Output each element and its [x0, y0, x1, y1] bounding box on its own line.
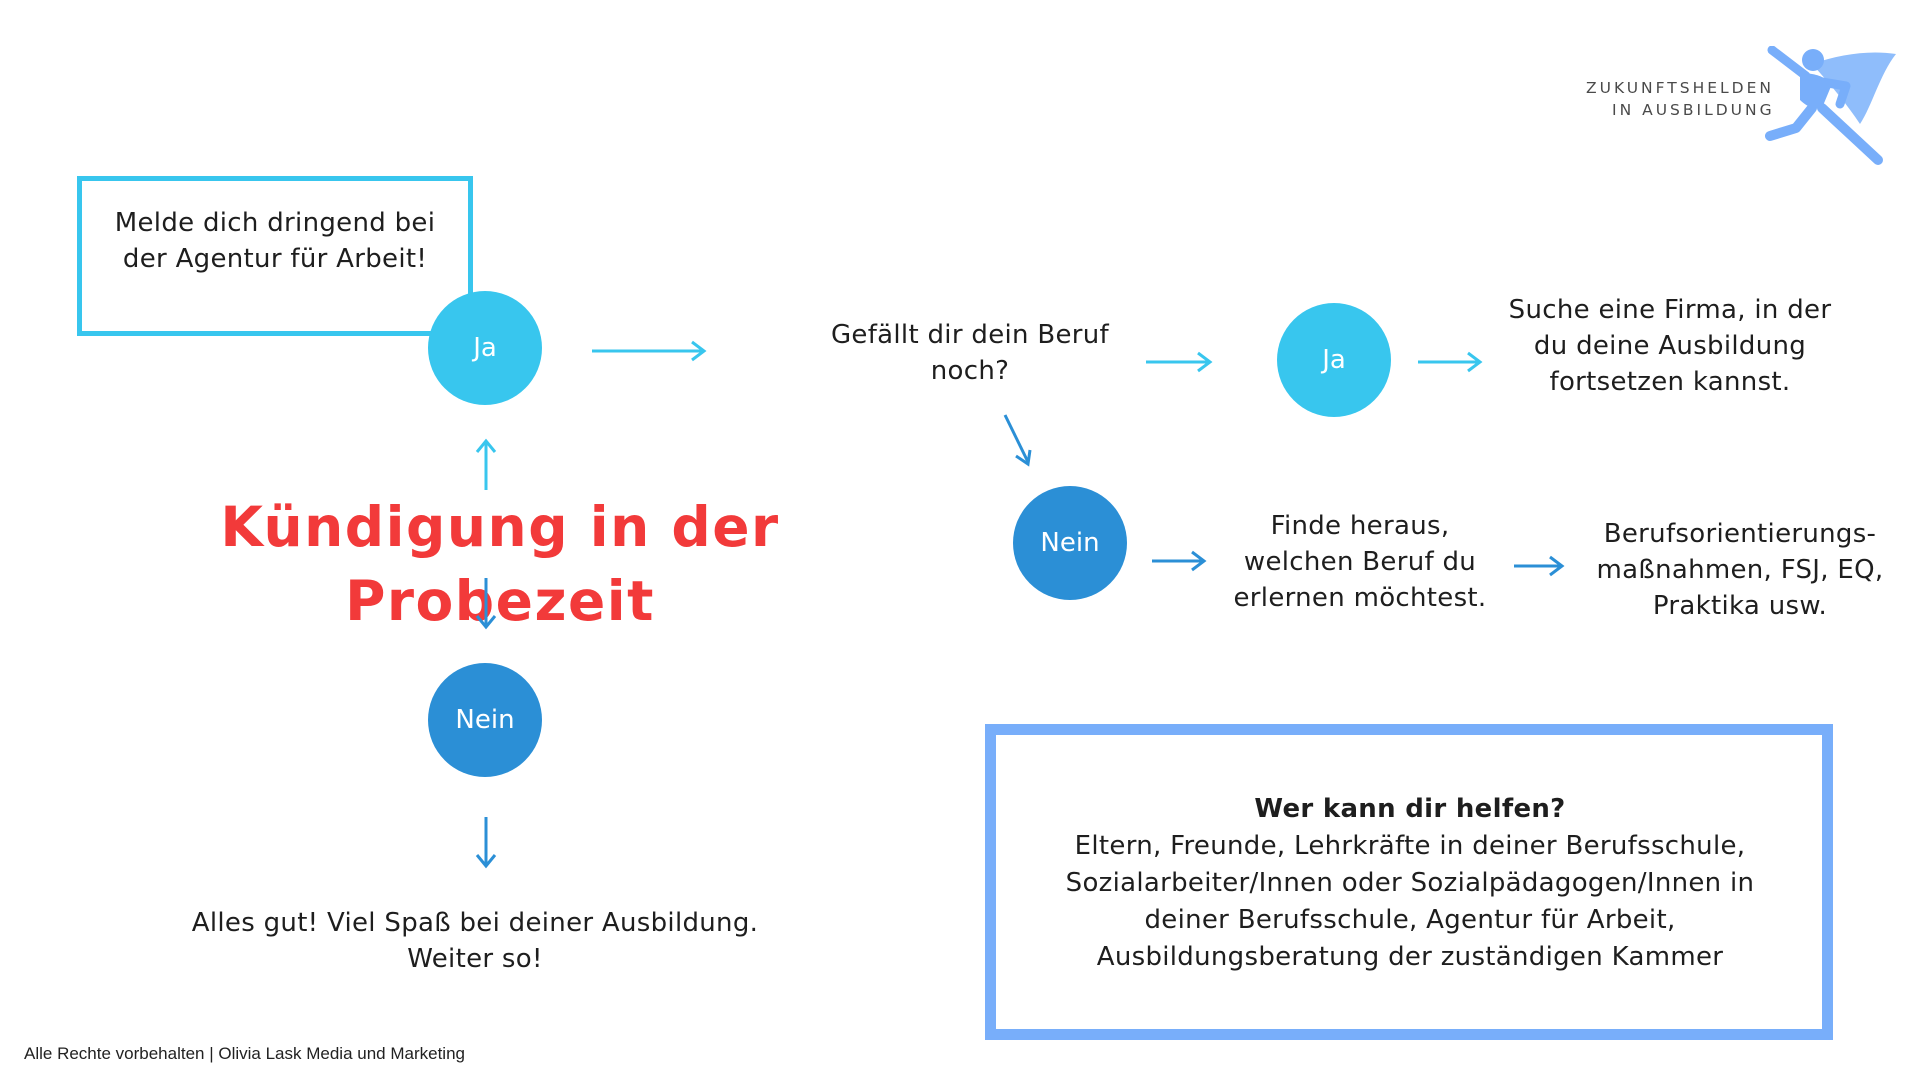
arrow-down-icon — [475, 578, 497, 630]
left-nein-circle: Nein — [428, 663, 542, 777]
arrow-down-icon — [475, 817, 497, 869]
arrow-right-icon — [1418, 351, 1483, 373]
arrow-right-icon — [1152, 550, 1207, 572]
question-line2: noch? — [930, 356, 1010, 386]
help-line3: deiner Berufsschule, Agentur für Arbeit, — [1144, 905, 1676, 935]
right-nein-circle: Nein — [1013, 486, 1127, 600]
agentur-text-line1: Melde dich dringend bei — [114, 208, 436, 238]
finde-line2: welchen Beruf du — [1243, 547, 1477, 577]
logo-text-line1: ZUKUNFTSHELDEN — [1586, 79, 1775, 97]
finde-line3: erlernen möchtest. — [1233, 583, 1487, 613]
beruf-line1: Berufsorientierungs- — [1603, 519, 1877, 549]
finde-line1: Finde heraus, — [1270, 511, 1450, 541]
footer-copyright: Alle Rechte vorbehalten | Olivia Lask Me… — [24, 1044, 465, 1063]
help-line2: Sozialarbeiter/Innen oder Sozialpädagoge… — [1065, 868, 1755, 898]
logo-text-line2: IN AUSBILDUNG — [1612, 101, 1775, 119]
right-ja-circle: Ja — [1277, 303, 1391, 417]
alles-gut-line1: Alles gut! Viel Spaß bei deiner Ausbildu… — [191, 908, 759, 938]
agentur-text-line2: der Agentur für Arbeit! — [122, 244, 428, 274]
help-heading: Wer kann dir helfen? — [1254, 794, 1566, 824]
agentur-box — [77, 176, 473, 336]
right-ja-label: Ja — [1322, 345, 1346, 375]
help-line1: Eltern, Freunde, Lehrkräfte in deiner Be… — [1074, 831, 1746, 861]
arrow-right-icon — [1146, 351, 1213, 373]
right-nein-label: Nein — [1040, 528, 1100, 558]
help-line4: Ausbildungsberatung der zuständigen Kamm… — [1096, 942, 1724, 972]
help-box — [985, 724, 1833, 1040]
left-nein-label: Nein — [455, 705, 515, 735]
beruf-line2: maßnahmen, FSJ, EQ, — [1596, 555, 1884, 585]
left-ja-circle: Ja — [428, 291, 542, 405]
left-ja-label: Ja — [473, 333, 497, 363]
superhero-icon — [1765, 46, 1896, 165]
suche-line3: fortsetzen kannst. — [1549, 367, 1791, 397]
beruf-line3: Praktika usw. — [1652, 591, 1828, 621]
arrow-right-icon — [1514, 555, 1565, 577]
suche-line2: du deine Ausbildung — [1533, 331, 1807, 361]
question-line1: Gefällt dir dein Beruf — [830, 320, 1110, 350]
alles-gut-line2: Weiter so! — [407, 944, 543, 974]
arrow-right-icon — [592, 340, 707, 362]
arrow-diagonal-icon — [1003, 414, 1032, 467]
suche-line1: Suche eine Firma, in der — [1508, 295, 1832, 325]
arrow-up-icon — [475, 438, 497, 490]
page-title: Kündigung in der Probezeit — [220, 495, 780, 633]
